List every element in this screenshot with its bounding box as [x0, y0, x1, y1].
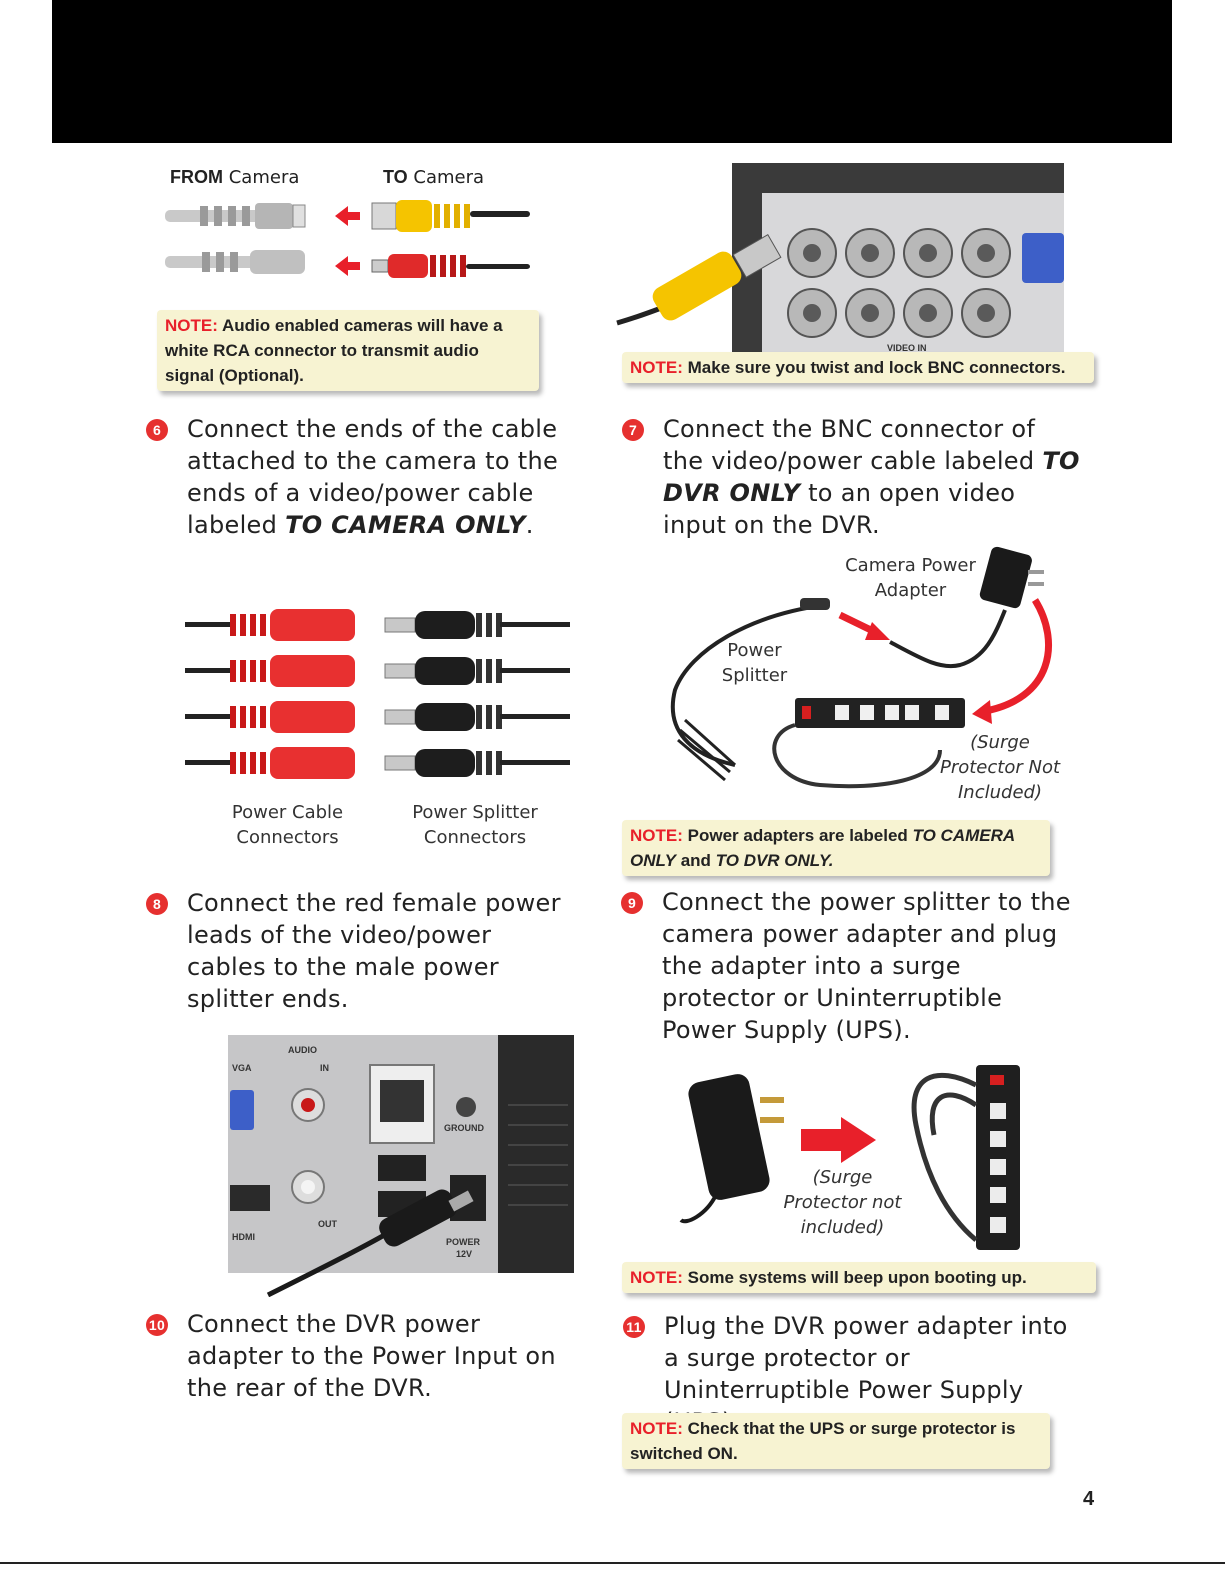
- step-9: 9 Connect the power splitter to the came…: [621, 886, 1081, 1046]
- dvr-bnc-image: VIDEO IN: [616, 163, 1064, 355]
- step-number-11: 11: [623, 1316, 645, 1338]
- camera-connectors-image: [165, 200, 530, 278]
- page-number: 4: [1083, 1488, 1095, 1510]
- step-number-7: 7: [622, 419, 644, 441]
- power-text: POWER: [446, 1237, 481, 1247]
- step-8: 8 Connect the red female power leads of …: [146, 887, 576, 1015]
- step-7: 7 Connect the BNC connector of the video…: [622, 413, 1082, 541]
- ground-text: GROUND: [444, 1123, 484, 1133]
- note-power-adapters: NOTE: Power adapters are labeled TO CAME…: [622, 820, 1050, 876]
- out-text: OUT: [318, 1219, 338, 1229]
- surge-not-included-label: (Surge Protector Not Included): [939, 732, 1061, 803]
- power-splitter-connectors-label: Power Splitter Connectors: [412, 802, 538, 848]
- note-switched-on: NOTE: Check that the UPS or surge protec…: [622, 1413, 1050, 1469]
- power-cable-connectors-label: Power Cable Connectors: [231, 802, 344, 848]
- note-bnc-lock: NOTE: Make sure you twist and lock BNC c…: [622, 352, 1094, 383]
- note-audio: NOTE: Audio enabled cameras will have a …: [157, 310, 539, 391]
- camera-power-adapter-label: Camera Power Adapter: [845, 555, 976, 601]
- dvr-rear-panel-image: VGA AUDIO IN OUT HDMI GROUND POWER 12V: [228, 1035, 574, 1297]
- adapter-to-surge-image: [679, 1065, 1020, 1250]
- in-text: IN: [320, 1063, 329, 1073]
- step-number-6: 6: [146, 419, 168, 441]
- power-connectors-image: [185, 609, 571, 779]
- step-6: 6 Connect the ends of the cable attached…: [146, 413, 566, 541]
- step-10: 10 Connect the DVR power adapter to the …: [146, 1308, 576, 1404]
- footer-rule: [0, 1562, 1225, 1564]
- video-in-text: VIDEO IN: [887, 343, 927, 353]
- step-number-8: 8: [146, 893, 168, 915]
- surge-not-included-label-2: (Surge Protector not included): [783, 1167, 902, 1238]
- step-number-10: 10: [146, 1314, 168, 1336]
- step-11: 11 Plug the DVR power adapter into a sur…: [623, 1310, 1083, 1438]
- 12v-text: 12V: [456, 1249, 472, 1259]
- hdmi-text: HDMI: [232, 1232, 255, 1242]
- step-number-9: 9: [621, 892, 643, 914]
- from-camera-caption: FROM Camera: [170, 167, 300, 188]
- to-camera-caption: TO Camera: [383, 167, 485, 188]
- note-beep: NOTE: Some systems will beep upon bootin…: [622, 1262, 1096, 1293]
- header-bar: [52, 0, 1172, 143]
- power-splitter-label: Power Splitter: [721, 640, 788, 686]
- vga-text: VGA: [232, 1063, 252, 1073]
- audio-text: AUDIO: [288, 1045, 317, 1055]
- power-splitter-diagram: [670, 546, 1052, 789]
